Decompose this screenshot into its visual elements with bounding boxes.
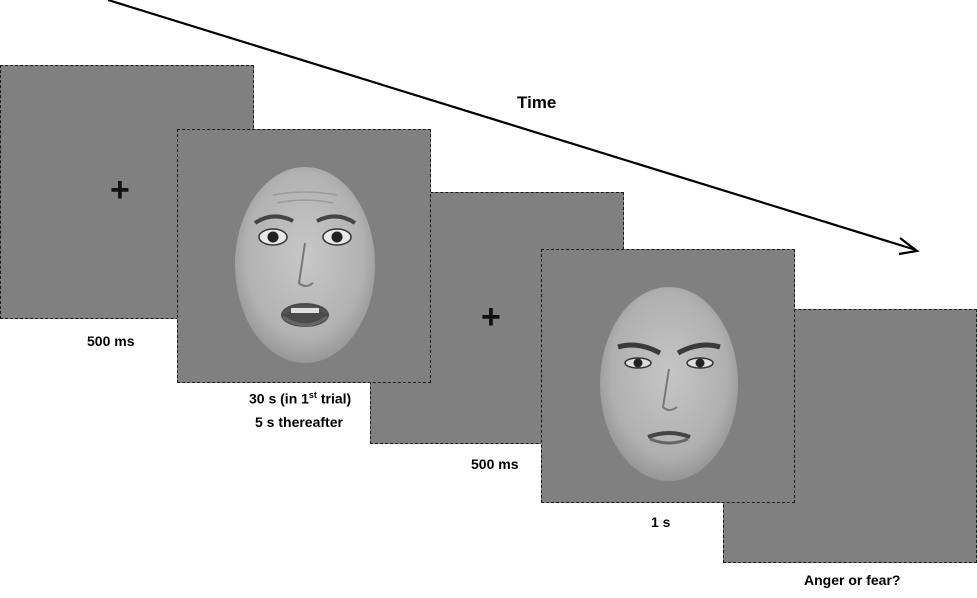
- face-frame-2: [541, 249, 795, 503]
- fixation-cross-1: +: [110, 171, 130, 209]
- fixation-2-duration: 500 ms: [471, 456, 519, 472]
- face-1-duration-line1: 30 s (in 1st trial): [249, 390, 352, 407]
- fixation-1-duration: 500 ms: [87, 333, 135, 349]
- response-prompt: Anger or fear?: [804, 572, 901, 588]
- fixation-cross-2: +: [481, 298, 501, 336]
- face-1-duration-line2: 5 s thereafter: [255, 414, 343, 430]
- fearful-face-image: [235, 167, 375, 363]
- face-frame-1: [177, 129, 431, 383]
- face-2-duration: 1 s: [651, 514, 671, 530]
- time-label: Time: [517, 93, 557, 112]
- angry-face-image: [600, 287, 738, 481]
